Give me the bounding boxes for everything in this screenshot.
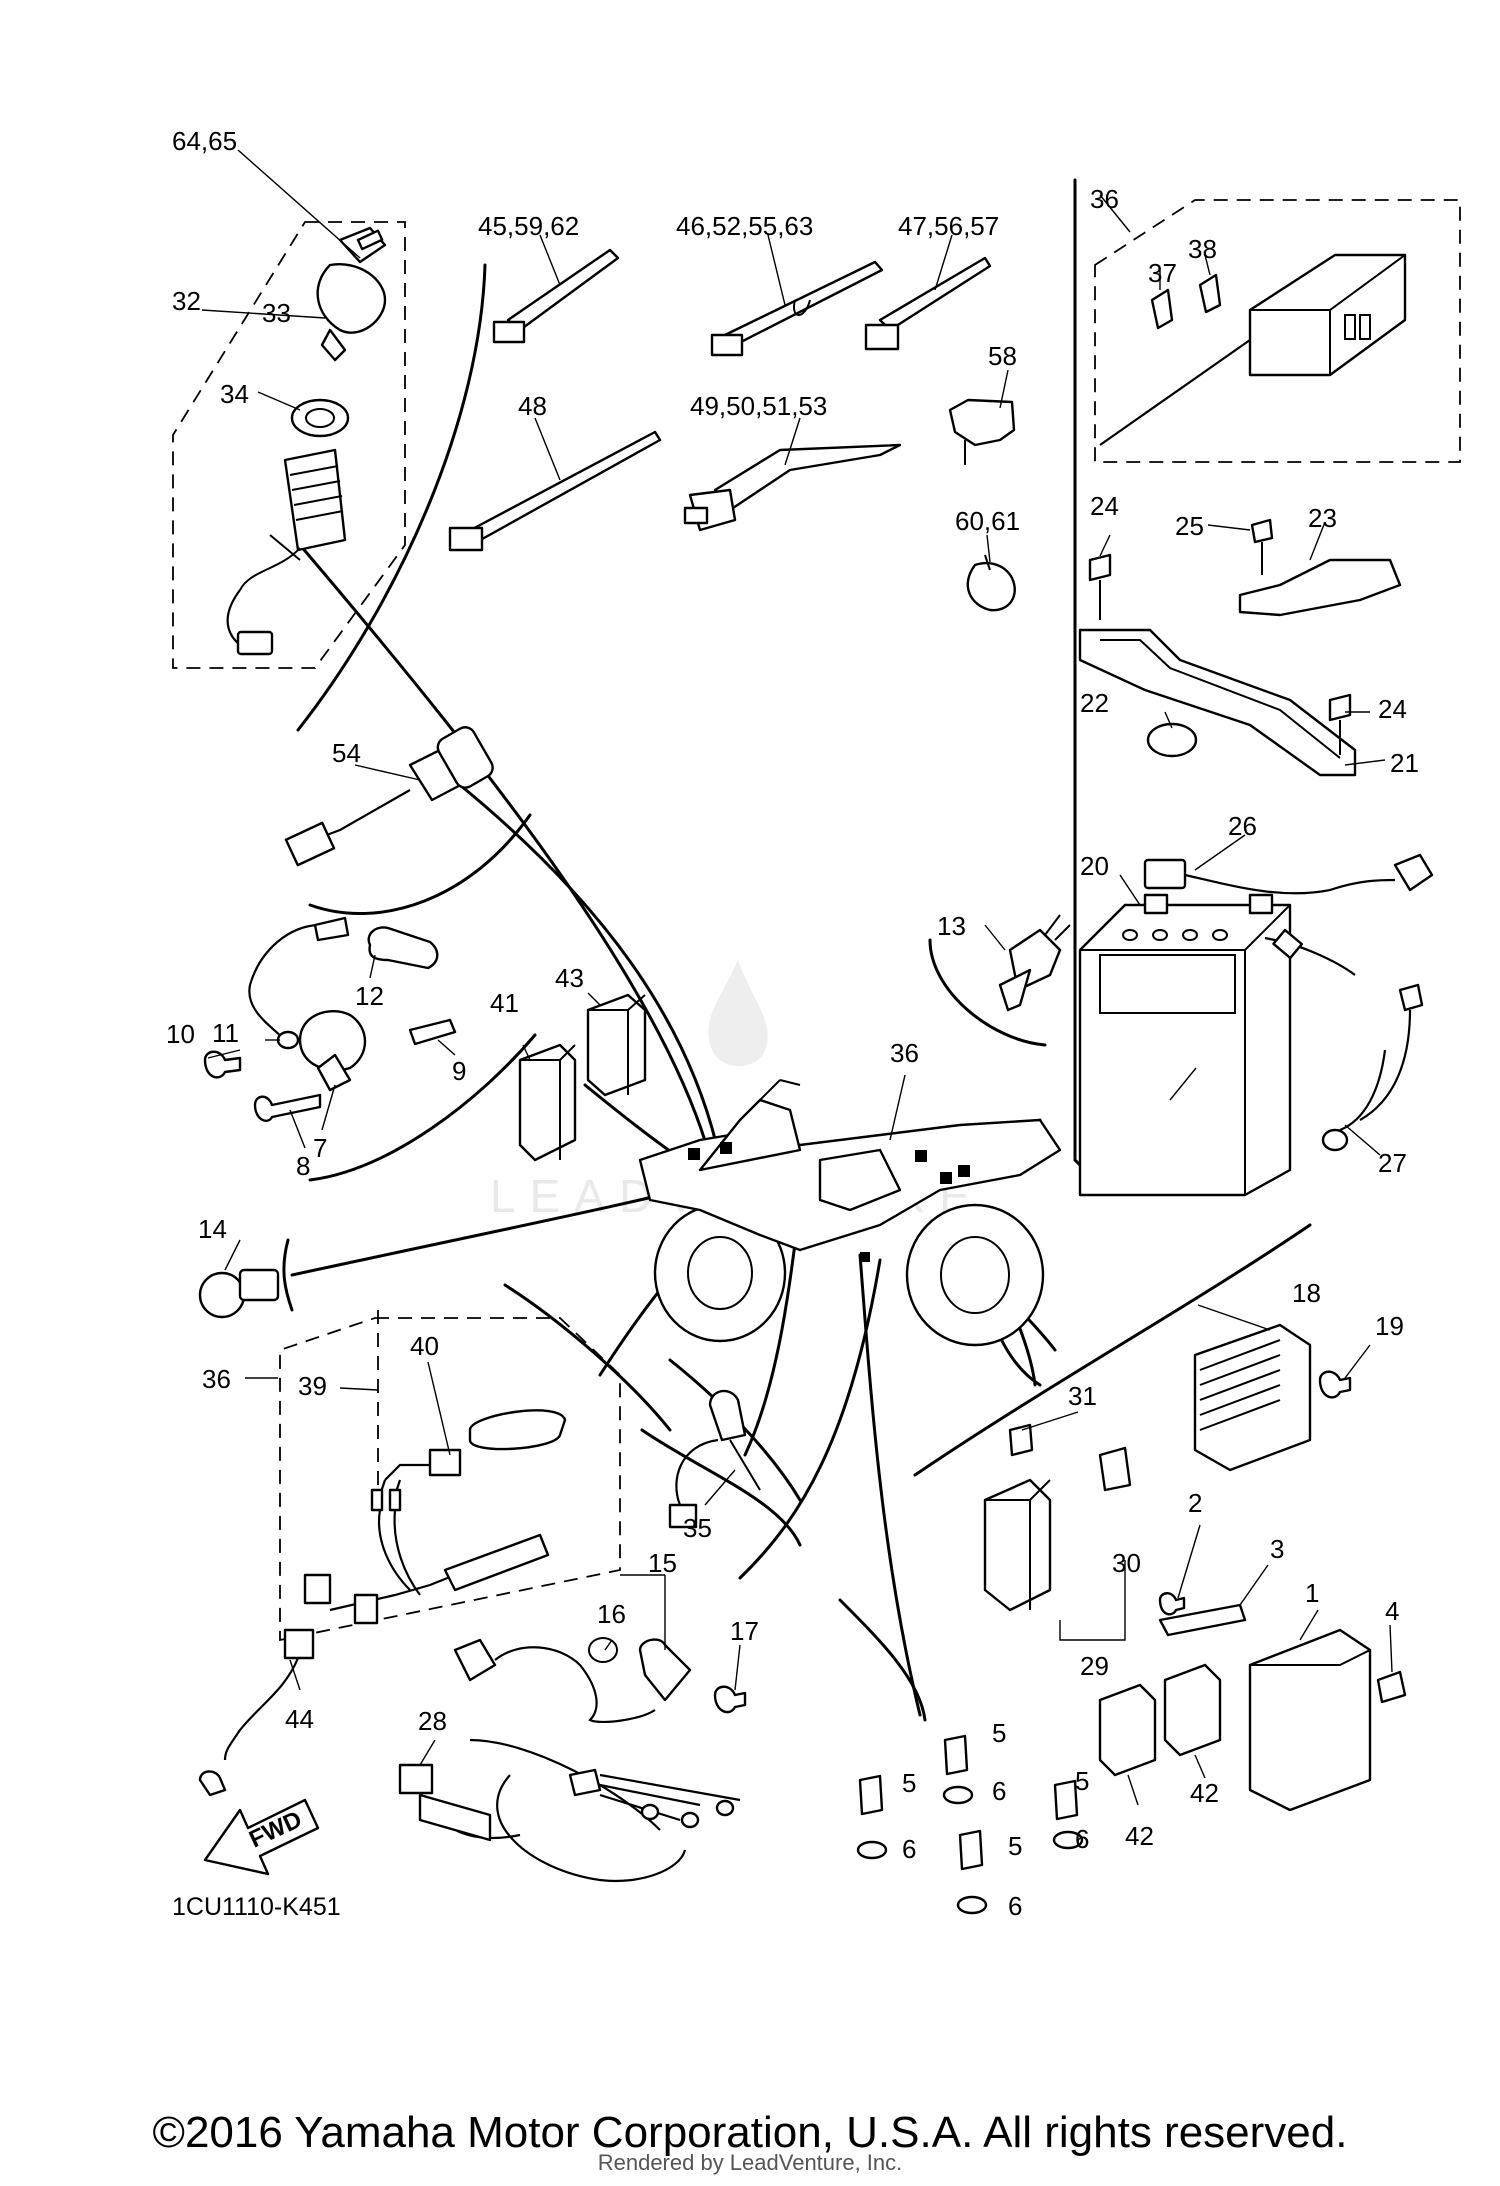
callout-30: 30: [1112, 1548, 1141, 1578]
callout-46-52-55-63: 46,52,55,63: [676, 211, 813, 241]
callout-9: 9: [452, 1056, 466, 1086]
callout-3: 3: [1270, 1534, 1284, 1564]
ground-cable-44: [198, 1628, 315, 1797]
callout-40: 40: [410, 1331, 439, 1361]
callout-16: 16: [597, 1599, 626, 1629]
fwd-arrow: FWD: [203, 1798, 320, 1876]
callout-42-left: 42: [1125, 1821, 1154, 1851]
cable-ties: [448, 248, 1016, 612]
bolts-5-6: [856, 1734, 1084, 1915]
callout-6-right: 6: [1075, 1824, 1089, 1854]
callout-14: 14: [198, 1214, 227, 1244]
callout-36-harness: 36: [202, 1364, 231, 1394]
callout-49-50-51-53: 49,50,51,53: [690, 391, 827, 421]
relays-41-43: [518, 993, 647, 1162]
rendered-by-credit: Rendered by LeadVenture, Inc.: [597, 2150, 903, 2175]
callout-36-center: 36: [890, 1038, 919, 1068]
callout-19: 19: [1375, 1311, 1404, 1341]
relay-group-29-31: [983, 1423, 1132, 1641]
sensor-13: [998, 914, 1071, 1012]
callout-4: 4: [1385, 1596, 1399, 1626]
callout-37: 37: [1148, 258, 1177, 288]
callout-33: 33: [262, 298, 291, 328]
callout-54: 54: [332, 738, 361, 768]
battery: [1078, 893, 1292, 1197]
callout-48: 48: [518, 391, 547, 421]
callout-5-top: 5: [992, 1718, 1006, 1748]
sensor-35: [668, 1389, 761, 1529]
callout-38: 38: [1188, 234, 1217, 264]
callout-5-left: 5: [902, 1768, 916, 1798]
harness-28: [398, 1738, 741, 1882]
callout-27: 27: [1378, 1148, 1407, 1178]
callout-42-right: 42: [1190, 1778, 1219, 1808]
copyright-notice: ©2016 Yamaha Motor Corporation, U.S.A. A…: [152, 2108, 1348, 2157]
callout-31: 31: [1068, 1381, 1097, 1411]
callout-47-56-57: 47,56,57: [898, 211, 999, 241]
atv-illustration: [638, 1079, 1062, 1347]
callout-32: 32: [172, 286, 201, 316]
callout-35: 35: [683, 1513, 712, 1543]
callout-5-right: 5: [1075, 1766, 1089, 1796]
battery-bracket: [1078, 518, 1402, 777]
callout-28: 28: [418, 1706, 447, 1736]
callout-13: 13: [937, 911, 966, 941]
callout-21: 21: [1390, 748, 1419, 778]
sensor-15-17: [453, 1637, 747, 1724]
callout-36-fuse: 36: [1090, 184, 1119, 214]
switch-14: [198, 1268, 280, 1319]
ecu-group-1-4: [1098, 1592, 1407, 1812]
callout-6-left: 6: [902, 1834, 916, 1864]
callout-29: 29: [1080, 1651, 1109, 1681]
callout-18: 18: [1292, 1278, 1321, 1308]
callout-2: 2: [1188, 1488, 1202, 1518]
wire-harness-group: [279, 1310, 621, 1642]
regulator-18: [1193, 1323, 1352, 1472]
callout-5-bottom: 5: [1008, 1831, 1022, 1861]
callout-1: 1: [1305, 1578, 1319, 1608]
callout-43: 43: [555, 963, 584, 993]
callout-17: 17: [730, 1616, 759, 1646]
callout-8: 8: [296, 1151, 310, 1181]
callout-25: 25: [1175, 511, 1204, 541]
leader-lines: [201, 149, 1393, 1806]
callout-44: 44: [285, 1704, 314, 1734]
callout-10: 10: [166, 1019, 195, 1049]
diagram-code: 1CU1110-K451: [172, 1893, 341, 1921]
callout-6-bottom: 6: [1008, 1891, 1022, 1921]
ignition-switch-group: [172, 221, 406, 669]
callout-34: 34: [220, 379, 249, 409]
callout-26: 26: [1228, 811, 1257, 841]
callout-labels: 64,65 32 33 34 45,59,62 46,52,55,63 47,5…: [166, 126, 1419, 1921]
callout-41: 41: [490, 988, 519, 1018]
callout-23: 23: [1308, 503, 1337, 533]
callout-60-61: 60,61: [955, 506, 1020, 536]
component-7-12: [203, 916, 457, 1122]
callout-24-right: 24: [1378, 694, 1407, 724]
sensor-54: [284, 726, 494, 867]
fuse-box-group: [1094, 199, 1461, 463]
battery-cables: [1143, 853, 1434, 1152]
callout-7: 7: [313, 1133, 327, 1163]
callout-20: 20: [1080, 851, 1109, 881]
callout-15: 15: [648, 1548, 677, 1578]
callout-58: 58: [988, 341, 1017, 371]
callout-39: 39: [298, 1371, 327, 1401]
callout-64-65: 64,65: [172, 126, 237, 156]
callout-45-59-62: 45,59,62: [478, 211, 579, 241]
callout-12: 12: [355, 981, 384, 1011]
callout-11: 11: [212, 1018, 239, 1048]
callout-6-top: 6: [992, 1776, 1006, 1806]
callout-22: 22: [1080, 688, 1109, 718]
callout-24-left: 24: [1090, 491, 1119, 521]
